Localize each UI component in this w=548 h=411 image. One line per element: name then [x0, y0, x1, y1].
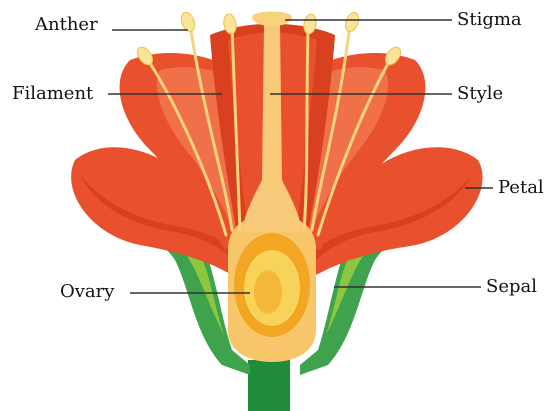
label-anther: Anther	[35, 15, 98, 35]
stigma	[252, 12, 292, 27]
label-ovary: Ovary	[60, 282, 114, 302]
label-petal: Petal	[498, 178, 544, 198]
label-sepal: Sepal	[486, 277, 537, 297]
stem	[248, 360, 290, 411]
ovule-core	[254, 270, 282, 314]
anther-5	[343, 11, 361, 34]
label-filament: Filament	[12, 84, 93, 104]
label-stigma: Stigma	[457, 10, 522, 30]
label-style: Style	[457, 84, 503, 104]
